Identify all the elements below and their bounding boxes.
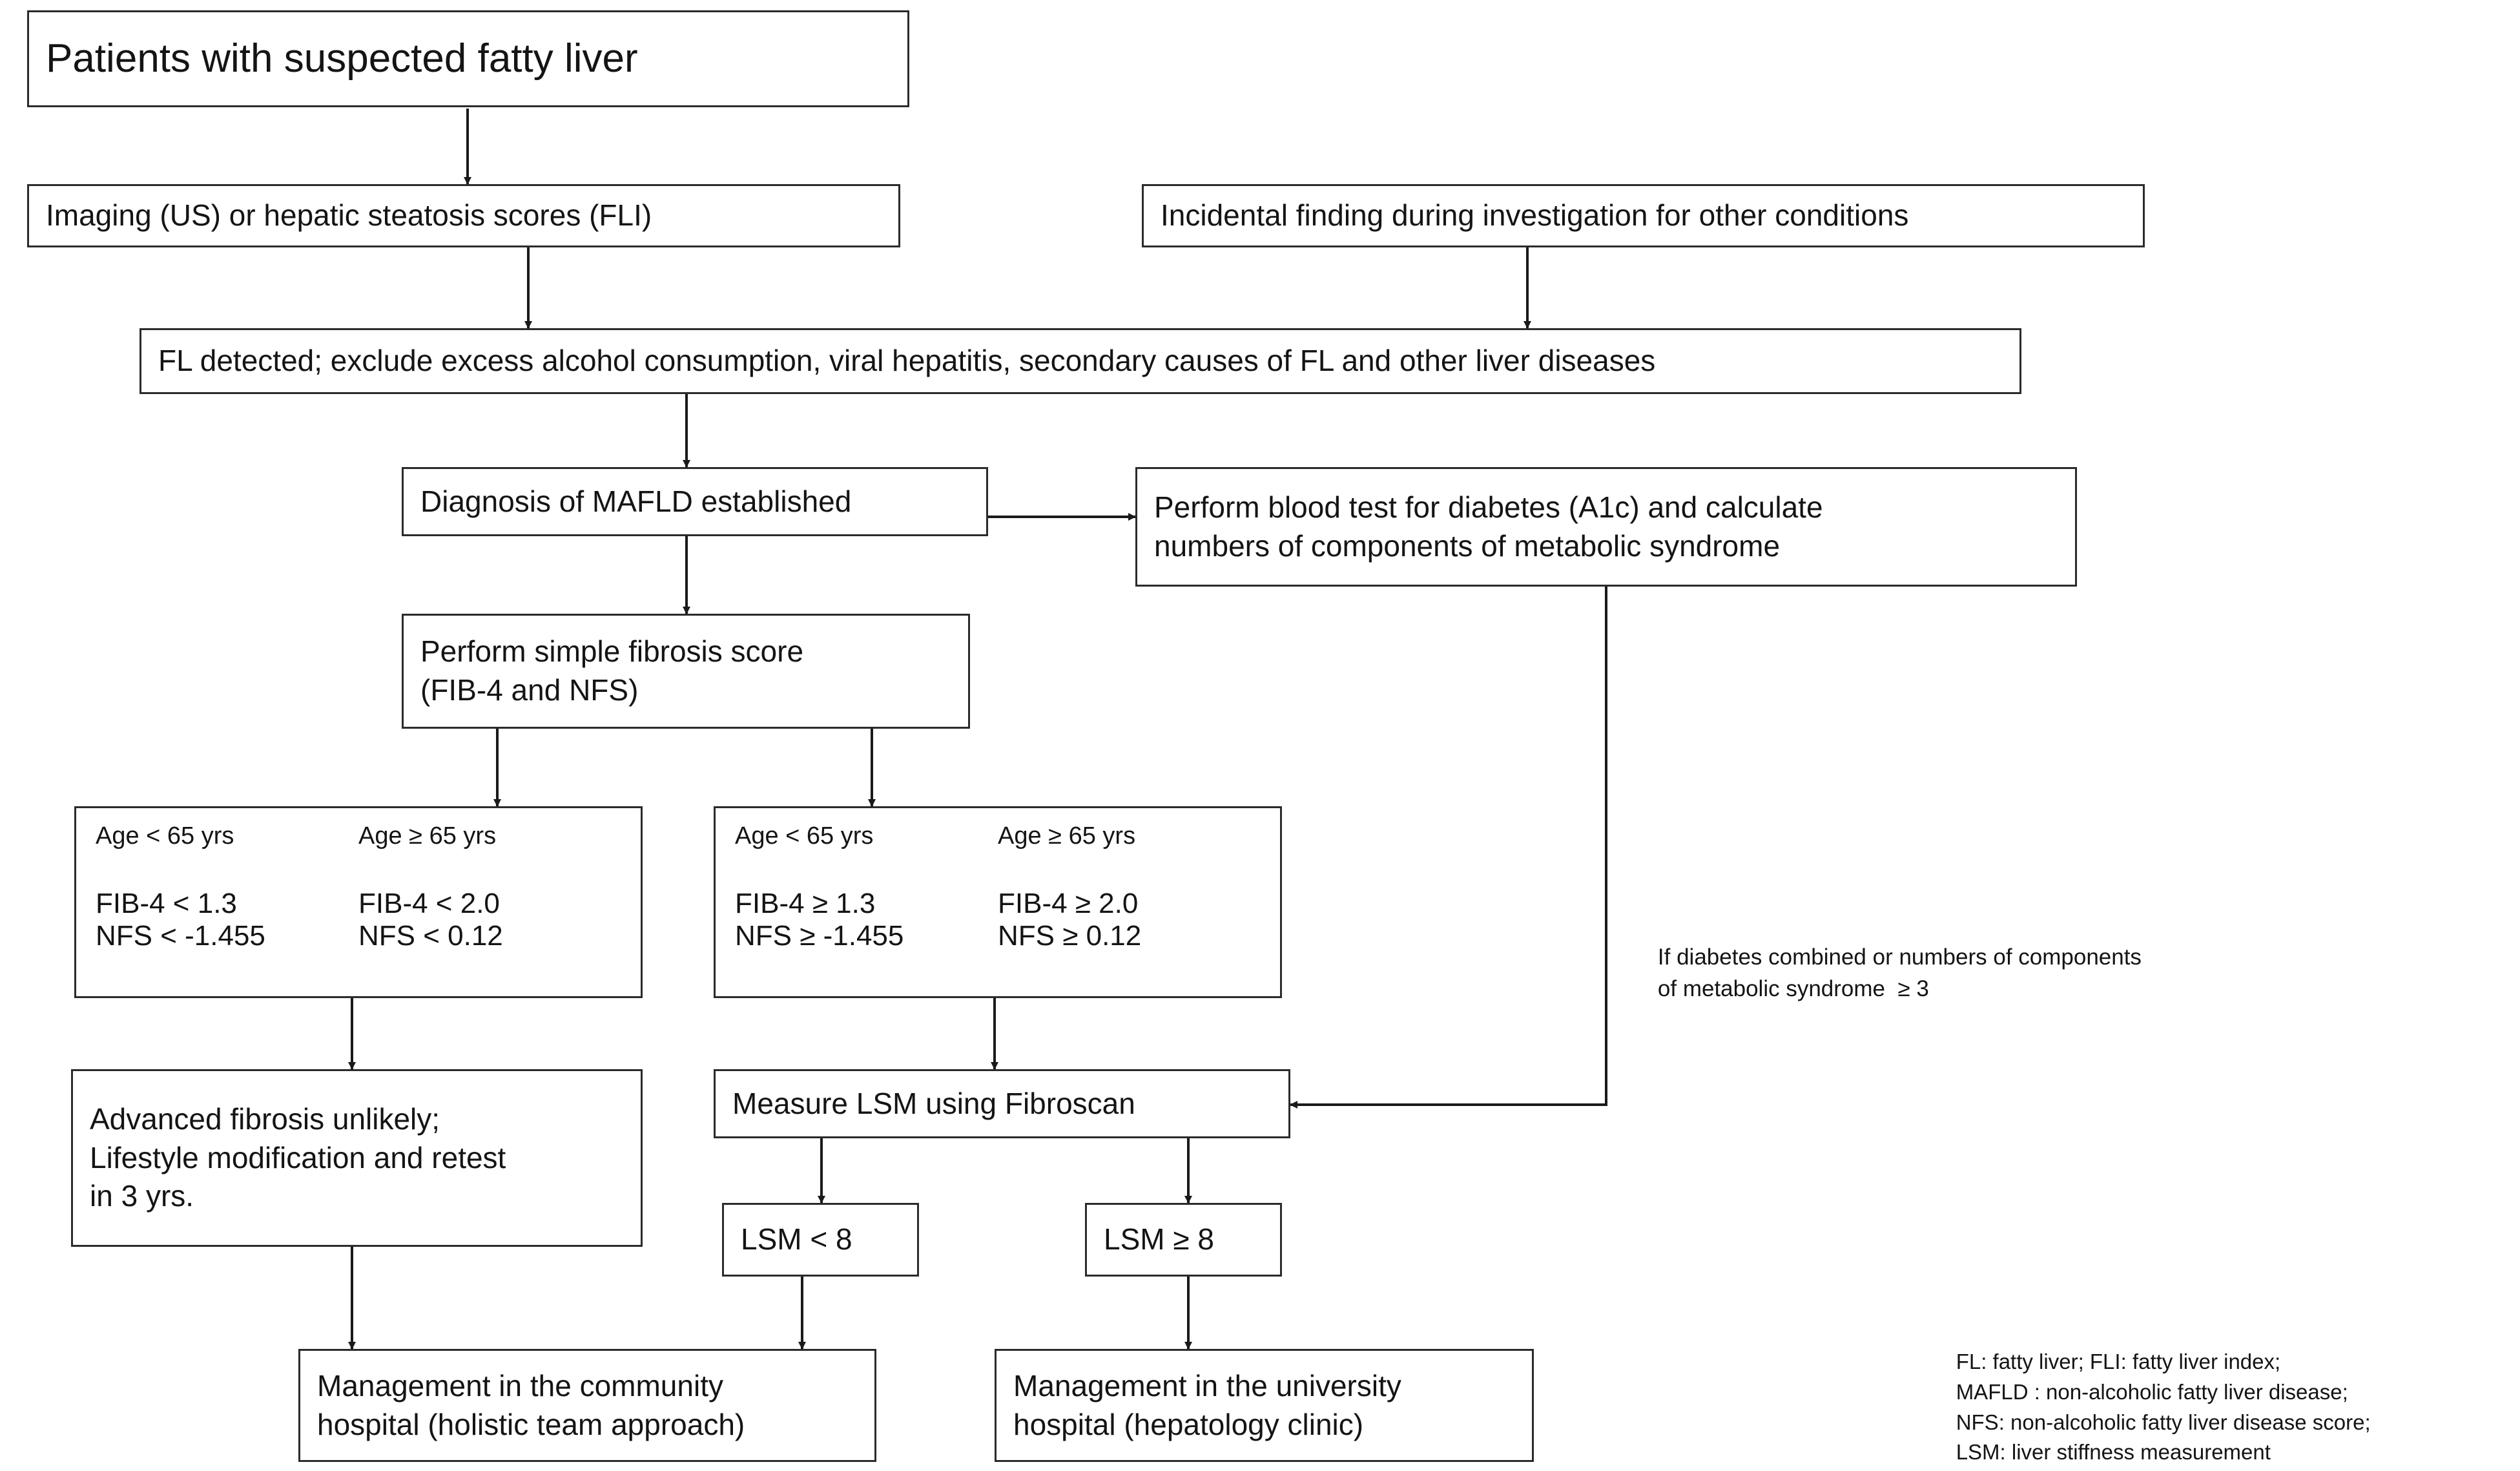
legend-line-mafld: MAFLD : non-alcoholic fatty liver diseas…	[1956, 1379, 2348, 1404]
criteria-low-fib4-row: FIB-4 < 1.3 FIB-4 < 2.0	[96, 888, 621, 920]
node-management-community-hospital-line2: hospital (holistic team approach)	[317, 1407, 745, 1441]
node-diagnosis-mafld-text: Diagnosis of MAFLD established	[420, 484, 852, 518]
criteria-high-age-right: Age ≥ 65 yrs	[998, 822, 1136, 850]
criteria-low-spacer	[96, 850, 621, 888]
node-fl-detected-text: FL detected; exclude excess alcohol cons…	[158, 344, 1656, 378]
criteria-low-age-right: Age ≥ 65 yrs	[358, 822, 497, 850]
node-perform-fibrosis-score-line1: Perform simple fibrosis score	[420, 634, 804, 669]
criteria-high-spacer	[735, 850, 1261, 888]
node-perform-fibrosis-score: Perform simple fibrosis score (FIB-4 and…	[402, 614, 970, 729]
node-imaging-steatosis-scores-text: Imaging (US) or hepatic steatosis scores…	[46, 198, 652, 233]
criteria-high-nfs-left: NFS ≥ -1.455	[735, 920, 904, 952]
node-management-university-hospital-line2: hospital (hepatology clinic)	[1013, 1407, 1364, 1441]
edge-bloodtest-to-lsm	[1290, 587, 1607, 1109]
node-advanced-fibrosis-unlikely: Advanced fibrosis unlikely; Lifestyle mo…	[71, 1069, 643, 1247]
legend-line-fl-fli: FL: fatty liver; FLI: fatty liver index;	[1956, 1349, 2281, 1373]
node-lsm-less-than-8: LSM < 8	[722, 1203, 919, 1277]
criteria-high-fib4-row: FIB-4 ≥ 1.3 FIB-4 ≥ 2.0	[735, 888, 1261, 920]
node-suspected-fatty-liver-text: Patients with suspected fatty liver	[46, 36, 638, 81]
criteria-low-nfs-left: NFS < -1.455	[96, 920, 265, 952]
criteria-high-nfs-right: NFS ≥ 0.12	[998, 920, 1142, 952]
legend-line-lsm: LSM: liver stiffness measurement	[1956, 1440, 2271, 1465]
criteria-high-age-row: Age < 65 yrs Age ≥ 65 yrs	[735, 822, 1261, 850]
criteria-low-age-left: Age < 65 yrs	[96, 822, 234, 850]
criteria-low-age-row: Age < 65 yrs Age ≥ 65 yrs	[96, 822, 621, 850]
node-management-university-hospital-line1: Management in the university	[1013, 1368, 1401, 1403]
node-perform-fibrosis-score-line2: (FIB-4 and NFS)	[420, 673, 639, 707]
node-management-community-hospital: Management in the community hospital (ho…	[298, 1349, 876, 1462]
annotation-diabetes-condition-line1: If diabetes combined or numbers of compo…	[1657, 944, 2142, 970]
node-diagnosis-mafld: Diagnosis of MAFLD established	[402, 467, 988, 536]
node-blood-test-diabetes-line1: Perform blood test for diabetes (A1c) an…	[1154, 490, 1823, 524]
node-management-community-hospital-line1: Management in the community	[317, 1368, 723, 1403]
node-fl-detected: FL detected; exclude excess alcohol cons…	[139, 328, 2021, 394]
node-suspected-fatty-liver: Patients with suspected fatty liver	[27, 10, 909, 107]
node-lsm-less-than-8-text: LSM < 8	[741, 1222, 852, 1257]
node-advanced-fibrosis-unlikely-line1: Advanced fibrosis unlikely;	[90, 1101, 440, 1136]
node-lsm-at-least-8-text: LSM ≥ 8	[1104, 1222, 1214, 1257]
criteria-low-nfs-row: NFS < -1.455 NFS < 0.12	[96, 920, 621, 952]
criteria-high-age-left: Age < 65 yrs	[735, 822, 874, 850]
criteria-high-fib4-left: FIB-4 ≥ 1.3	[735, 888, 876, 919]
criteria-high-fib4-right: FIB-4 ≥ 2.0	[998, 888, 1139, 919]
criteria-low-nfs-right: NFS < 0.12	[358, 920, 503, 952]
criteria-low-fib4-left: FIB-4 < 1.3	[96, 888, 237, 919]
node-incidental-finding-text: Incidental finding during investigation …	[1161, 198, 1909, 233]
node-criteria-low-risk: Age < 65 yrs Age ≥ 65 yrs FIB-4 < 1.3 FI…	[74, 806, 643, 998]
node-management-university-hospital: Management in the university hospital (h…	[995, 1349, 1534, 1462]
annotation-diabetes-condition: If diabetes combined or numbers of compo…	[1633, 910, 2142, 1036]
legend-line-nfs: NFS: non-alcoholic fatty liver disease s…	[1956, 1410, 2371, 1434]
node-blood-test-diabetes-line2: numbers of components of metabolic syndr…	[1154, 528, 1781, 563]
criteria-low-fib4-right: FIB-4 < 2.0	[358, 888, 500, 919]
node-lsm-at-least-8: LSM ≥ 8	[1085, 1203, 1282, 1277]
legend-abbreviations: FL: fatty liver; FLI: fatty liver index;…	[1932, 1317, 2371, 1471]
annotation-diabetes-condition-line2: of metabolic syndrome ≥ 3	[1657, 976, 1929, 1001]
node-advanced-fibrosis-unlikely-line2: Lifestyle modification and retest	[90, 1140, 506, 1174]
node-measure-lsm-fibroscan-text: Measure LSM using Fibroscan	[732, 1086, 1135, 1120]
node-incidental-finding: Incidental finding during investigation …	[1142, 184, 2145, 247]
node-advanced-fibrosis-unlikely-line3: in 3 yrs.	[90, 1179, 194, 1213]
node-blood-test-diabetes: Perform blood test for diabetes (A1c) an…	[1135, 467, 2077, 587]
node-imaging-steatosis-scores: Imaging (US) or hepatic steatosis scores…	[27, 184, 900, 247]
criteria-high-nfs-row: NFS ≥ -1.455 NFS ≥ 0.12	[735, 920, 1261, 952]
node-criteria-high-risk: Age < 65 yrs Age ≥ 65 yrs FIB-4 ≥ 1.3 FI…	[714, 806, 1282, 998]
node-measure-lsm-fibroscan: Measure LSM using Fibroscan	[714, 1069, 1290, 1138]
